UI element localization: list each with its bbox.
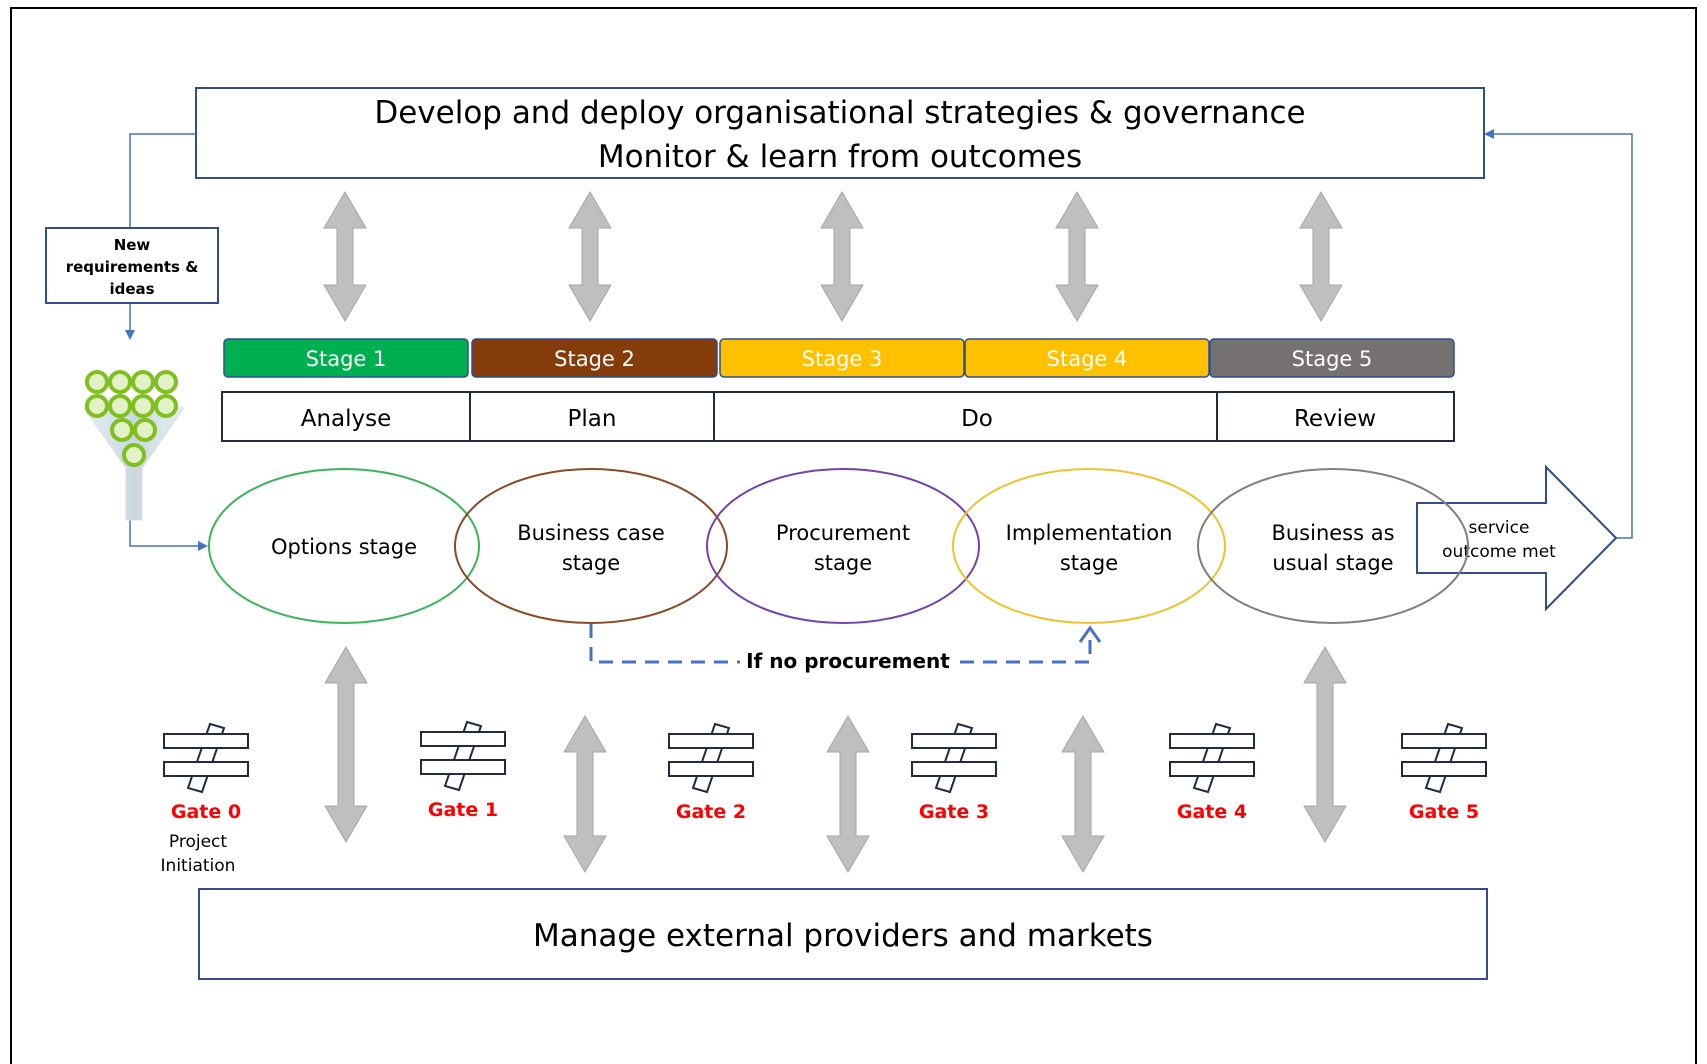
- gates: Gate 0 Gate 1 Gate 2 Gate 3 Gate 4 Gate 5: [163, 720, 1487, 823]
- no-procurement-arrowhead: [1078, 625, 1102, 643]
- bottom-double-arrow-5: [1303, 646, 1347, 843]
- stage-ellipse-2: [454, 468, 728, 624]
- ellipse-label-3-line2: stage: [814, 551, 872, 575]
- project-initiation-line2: Initiation: [161, 856, 236, 876]
- external-providers-box: [198, 888, 1488, 980]
- gate-4-not-equal-icon: [1169, 722, 1255, 794]
- phase-analyse: Analyse: [301, 406, 392, 432]
- stage-ellipse-1: [208, 468, 480, 624]
- bottom-double-arrow-3: [826, 715, 870, 873]
- stage-ellipse-5: [1197, 468, 1469, 624]
- bottom-arrows: [324, 646, 1347, 873]
- phase-plan: Plan: [568, 406, 617, 432]
- ellipse-label-4-line2: stage: [1060, 551, 1118, 575]
- stage-ellipse-3: [706, 468, 980, 624]
- gate-label-4: Gate 4: [1177, 801, 1247, 823]
- project-initiation-line1: Project: [169, 832, 227, 852]
- stage-label-5: Stage 5: [1292, 347, 1373, 371]
- phase-do: Do: [961, 406, 993, 432]
- ellipse-label-5-line2: usual stage: [1272, 551, 1393, 575]
- stage-label-3: Stage 3: [802, 347, 883, 371]
- stage-bar-5: [1209, 338, 1455, 378]
- top-double-arrow-5: [1299, 191, 1343, 322]
- stage-ellipse-4: [952, 468, 1226, 624]
- no-procurement-path-left: [589, 624, 740, 664]
- outcome-line2: outcome met: [1442, 542, 1556, 562]
- gate-label-3: Gate 3: [919, 801, 989, 823]
- bottom-double-arrow-4: [1061, 715, 1105, 873]
- strategy-title-line2: Monitor & learn from outcomes: [598, 139, 1082, 175]
- gate-3-not-equal-icon: [911, 722, 997, 794]
- new-req-line1: New: [114, 236, 151, 254]
- ellipse-label-4-line1: Implementation: [1006, 521, 1173, 545]
- strategy-governance-box: [195, 87, 1485, 179]
- stage-bars: Stage 1 Stage 2 Stage 3 Stage 4 Stage 5: [223, 338, 1455, 378]
- new-req-line2: requirements &: [66, 258, 199, 276]
- gate-label-2: Gate 2: [676, 801, 746, 823]
- gate-5-not-equal-icon: [1401, 722, 1487, 794]
- stage-label-4: Stage 4: [1047, 347, 1128, 371]
- no-procurement-path-right: [960, 634, 1092, 664]
- stage-bar-3: [719, 338, 965, 378]
- funnel-icon: [83, 370, 185, 521]
- ellipse-label-3-line1: Procurement: [776, 521, 910, 545]
- no-procurement-label: If no procurement: [746, 649, 950, 673]
- external-providers-label: Manage external providers and markets: [533, 918, 1153, 954]
- outcome-line1: service: [1469, 518, 1530, 538]
- stage-bar-4: [964, 338, 1210, 378]
- ellipse-label-5-line1: Business as: [1271, 521, 1394, 545]
- bottom-double-arrow-2: [563, 715, 607, 873]
- stage-bar-2: [471, 338, 718, 378]
- stage-label-1: Stage 1: [306, 347, 387, 371]
- new-req-line3: ideas: [109, 280, 154, 298]
- strategy-title-line1: Develop and deploy organisational strate…: [374, 95, 1305, 131]
- bottom-double-arrow-1: [324, 646, 368, 843]
- feedback-connector: [1484, 129, 1633, 539]
- phase-row: Analyse Plan Do Review: [221, 391, 1455, 442]
- top-double-arrow-3: [820, 191, 864, 322]
- phase-review: Review: [1294, 406, 1376, 432]
- gate-label-0: Gate 0: [171, 801, 241, 823]
- new-requirements-box: [45, 227, 219, 304]
- ellipse-label-1-line1: Options stage: [271, 535, 417, 559]
- top-double-arrow-4: [1055, 191, 1099, 322]
- service-outcome-arrow: [1416, 464, 1618, 612]
- top-double-arrow-1: [323, 191, 367, 322]
- top-double-arrow-2: [568, 191, 612, 322]
- ellipse-label-2-line1: Business case: [517, 521, 665, 545]
- stage-label-2: Stage 2: [554, 347, 635, 371]
- top-arrows: [323, 191, 1343, 322]
- gate-0-not-equal-icon: [163, 722, 249, 794]
- gate-1-not-equal-icon: [420, 720, 506, 792]
- gate-label-1: Gate 1: [428, 799, 498, 821]
- gate-label-5: Gate 5: [1409, 801, 1479, 823]
- ellipse-label-2-line2: stage: [562, 551, 620, 575]
- gate-2-not-equal-icon: [668, 722, 754, 794]
- stage-bar-1: [223, 338, 469, 378]
- stage-ellipses: Options stage Business case stage Procureme…: [208, 468, 1469, 624]
